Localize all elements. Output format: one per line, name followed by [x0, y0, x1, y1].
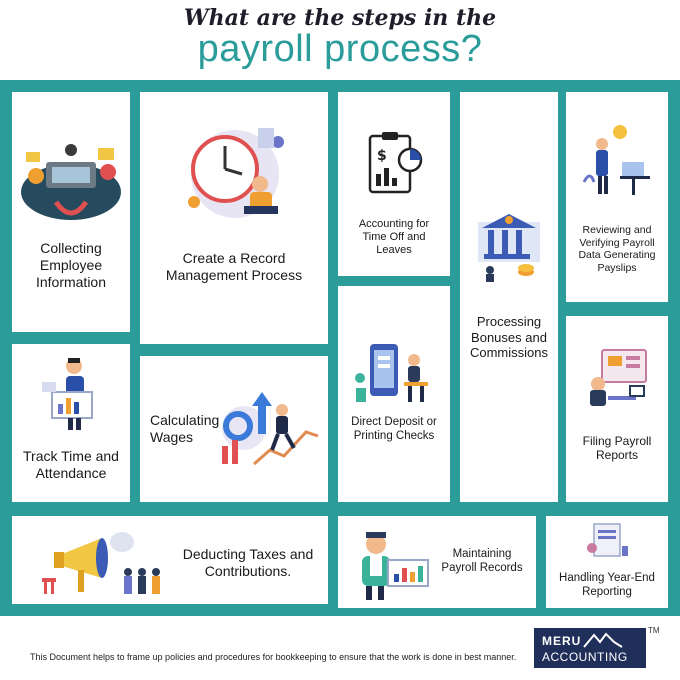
title-line-1: What are the steps in the [183, 5, 497, 31]
card-track-label: Track Time and Attendance [23, 448, 119, 481]
svg-text:$: $ [377, 148, 387, 164]
logo-trademark: TM [648, 626, 660, 635]
card-filing-label: Filing Payroll Reports [582, 434, 652, 463]
card-maintaining-label: Maintaining Payroll Records [441, 548, 523, 574]
card-timeoff-label: Accounting for Time Off and Leaves [358, 218, 430, 257]
card-reviewing-label: Reviewing and Verifying Payroll Data Gen… [578, 224, 656, 274]
card-filing: Filing Payroll Reports [566, 316, 668, 502]
card-yearend: Handling Year-End Reporting [546, 516, 668, 608]
card-wages-label: Calculating Wages [150, 412, 220, 445]
card-collecting-label: Collecting Employee Information [35, 240, 107, 290]
card-yearend-label: Handling Year-End Reporting [559, 572, 655, 598]
presenter-board-icon [42, 358, 93, 430]
mountain-logo-icon [583, 632, 623, 648]
title-line-2: payroll process? [197, 28, 483, 70]
megaphone-icon [42, 532, 160, 594]
footer-disclaimer: This Document helps to frame up policies… [30, 652, 517, 662]
card-deposit-label: Direct Deposit or Printing Checks [351, 416, 437, 442]
year-end-report-icon [587, 523, 628, 557]
card-deposit: Direct Deposit or Printing Checks [338, 286, 450, 502]
card-collecting: Collecting Employee Information [12, 92, 130, 332]
bank-icon [478, 214, 540, 282]
clock-icon [188, 128, 284, 218]
desk-team-icon [21, 144, 121, 220]
presenter-lightbulb-icon [582, 125, 650, 195]
card-wages: Calculating Wages [140, 356, 328, 502]
logo-meru-text: MERU [542, 634, 582, 648]
card-maintaining: Maintaining Payroll Records [338, 516, 536, 608]
card-taxes: Deducting Taxes and Contributions. [12, 516, 328, 604]
logo-accounting-text: ACCOUNTING [542, 650, 628, 664]
card-bonuses-label: Processing Bonuses and Commissions [469, 314, 548, 361]
report-screen-icon [590, 349, 647, 406]
card-taxes-label: Deducting Taxes and Contributions. [182, 546, 314, 579]
card-record-label: Create a Record Management Process [165, 250, 303, 283]
clipboard-chart-icon: $ [368, 132, 423, 194]
phone-worker-icon [355, 344, 428, 402]
meru-accounting-logo: MERU ACCOUNTING TM [534, 626, 660, 668]
growth-chart-icon [222, 392, 319, 466]
card-reviewing: Reviewing and Verifying Payroll Data Gen… [566, 92, 668, 302]
card-timeoff: $ Accounting for Time Off and Leaves [338, 92, 450, 276]
steps-board: Collecting Employee Information Create a… [0, 80, 680, 616]
accountant-icon [362, 532, 429, 600]
card-record: Create a Record Management Process [140, 92, 328, 344]
card-bonuses: Processing Bonuses and Commissions [460, 92, 558, 502]
card-track: Track Time and Attendance [12, 344, 130, 502]
